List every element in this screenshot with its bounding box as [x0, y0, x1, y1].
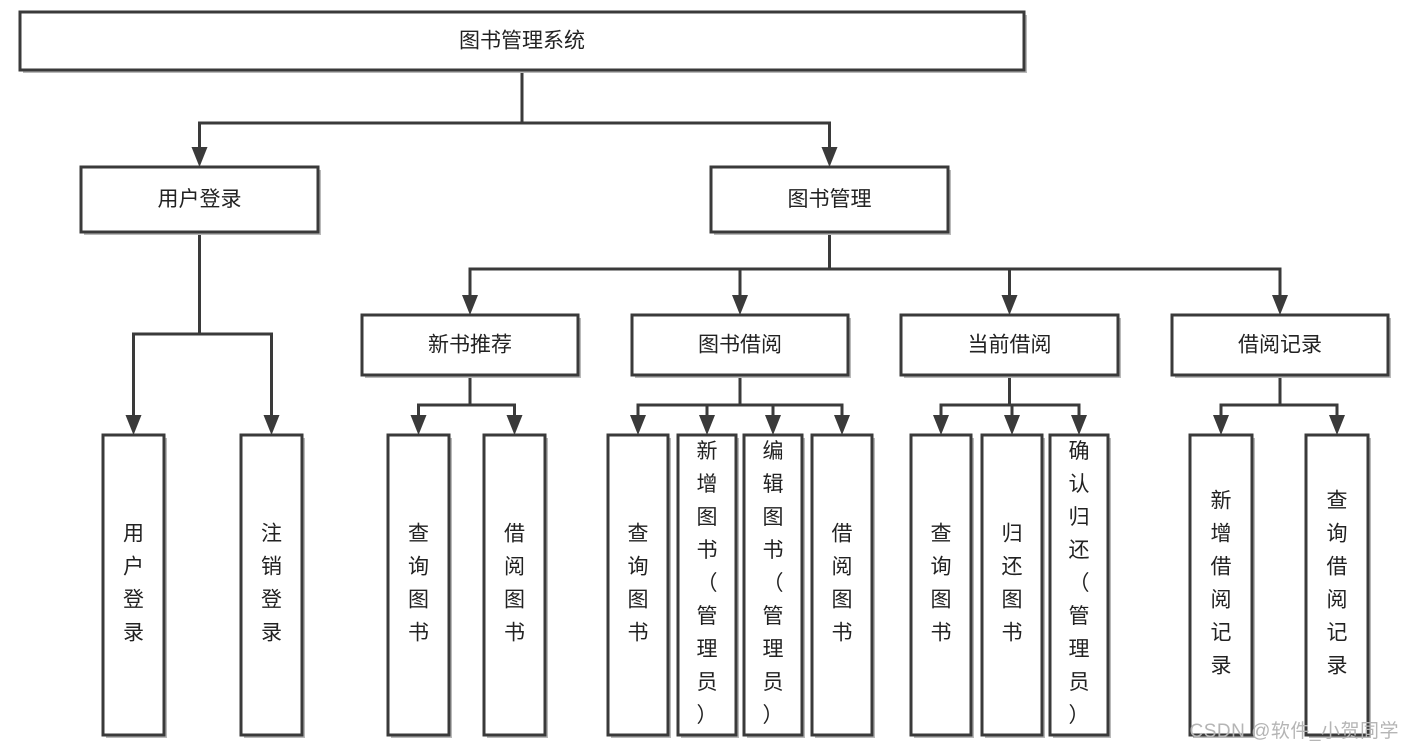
arrow-head-icon	[933, 415, 949, 435]
node-label: 借阅记录	[1238, 334, 1322, 357]
node-rect[interactable]	[709, 165, 950, 234]
node-borrow-record[interactable]: 借阅记录	[1170, 313, 1391, 378]
node-rect[interactable]	[18, 10, 1026, 72]
node-leaf-logout[interactable]: 注销登录	[239, 433, 305, 738]
node-rect[interactable]	[742, 433, 804, 737]
node-rect[interactable]	[79, 165, 320, 234]
node-leaf-user-login[interactable]: 用户登录	[101, 433, 167, 738]
node-rect[interactable]	[899, 313, 1120, 377]
node-root[interactable]: 图书管理系统	[18, 10, 1027, 73]
node-leaf-query-book-3[interactable]: 查询图书	[909, 433, 974, 738]
node-label: 用户登录	[158, 188, 242, 211]
node-rect[interactable]	[909, 433, 973, 737]
node-rect[interactable]	[1170, 313, 1390, 377]
node-rect[interactable]	[810, 433, 874, 737]
node-leaf-edit-book[interactable]: 编辑图书（管理员）	[742, 433, 805, 738]
node-label: 借阅图书	[504, 523, 525, 645]
arrow-head-icon	[191, 147, 208, 167]
arrow-head-icon	[410, 415, 427, 435]
arrow-head-icon	[462, 295, 478, 315]
node-rect[interactable]	[101, 433, 166, 737]
node-label: 查询图书	[931, 523, 952, 645]
node-leaf-query-book-2[interactable]: 查询图书	[606, 433, 671, 738]
node-rect[interactable]	[482, 433, 547, 737]
node-label: 查询图书	[408, 523, 429, 645]
arrow-head-icon	[1001, 295, 1018, 315]
arrow-head-icon	[834, 415, 850, 435]
node-rect[interactable]	[360, 313, 580, 377]
node-leaf-add-record[interactable]: 新增借阅记录	[1188, 433, 1255, 738]
node-rect[interactable]	[239, 433, 304, 737]
node-leaf-return-book[interactable]: 归还图书	[980, 433, 1045, 738]
node-label: 图书管理	[788, 188, 872, 211]
arrow-head-icon	[1213, 415, 1229, 435]
arrow-head-icon	[732, 295, 748, 315]
node-label: 图书管理系统	[459, 30, 585, 53]
node-new-book-recommend[interactable]: 新书推荐	[360, 313, 581, 378]
node-rect[interactable]	[676, 433, 738, 737]
node-label: 查询图书	[628, 523, 649, 645]
node-leaf-confirm-return[interactable]: 确认归还（管理员）	[1048, 433, 1111, 738]
node-label: 新增借阅记录	[1211, 490, 1232, 678]
arrow-head-icon	[263, 415, 280, 435]
node-label: 查询借阅记录	[1327, 490, 1348, 678]
node-book-borrow[interactable]: 图书借阅	[630, 313, 851, 378]
arrow-head-icon	[1004, 415, 1020, 435]
node-user-login[interactable]: 用户登录	[79, 165, 321, 235]
node-leaf-borrow-book-1[interactable]: 借阅图书	[482, 433, 548, 738]
node-label: 当前借阅	[968, 334, 1052, 357]
arrow-head-icon	[699, 415, 715, 435]
node-label: 注销登录	[261, 523, 282, 645]
node-rect[interactable]	[980, 433, 1044, 737]
watermark-label: CSDN @软件_小贺同学	[1189, 721, 1399, 742]
node-rect[interactable]	[1188, 433, 1254, 737]
node-book-manage[interactable]: 图书管理	[709, 165, 951, 235]
arrow-head-icon	[1329, 415, 1345, 435]
node-leaf-add-book[interactable]: 新增图书（管理员）	[676, 433, 739, 738]
node-label: 借阅图书	[832, 523, 853, 645]
node-label: 用户登录	[123, 523, 144, 645]
node-label: 编辑图书（管理员）	[763, 440, 784, 727]
node-rect[interactable]	[1304, 433, 1370, 737]
node-rect[interactable]	[630, 313, 850, 377]
node-leaf-query-book-1[interactable]: 查询图书	[386, 433, 452, 738]
node-current-borrow[interactable]: 当前借阅	[899, 313, 1121, 378]
arrow-head-icon	[506, 415, 523, 435]
node-leaf-query-record[interactable]: 查询借阅记录	[1304, 433, 1371, 738]
node-label: 确认归还（管理员）	[1069, 440, 1090, 727]
node-label: 图书借阅	[698, 334, 782, 357]
arrow-head-icon	[1071, 415, 1087, 435]
arrow-head-icon	[821, 147, 838, 167]
node-leaf-borrow-book-2[interactable]: 借阅图书	[810, 433, 875, 738]
node-label: 归还图书	[1002, 523, 1023, 645]
node-rect[interactable]	[606, 433, 670, 737]
node-label: 新增图书（管理员）	[697, 440, 718, 727]
arrow-head-icon	[630, 415, 646, 435]
arrow-head-icon	[1272, 295, 1288, 315]
node-label: 新书推荐	[428, 334, 512, 357]
node-rect[interactable]	[1048, 433, 1110, 737]
node-rect[interactable]	[386, 433, 451, 737]
arrow-head-icon	[125, 415, 142, 435]
arrow-head-icon	[765, 415, 781, 435]
